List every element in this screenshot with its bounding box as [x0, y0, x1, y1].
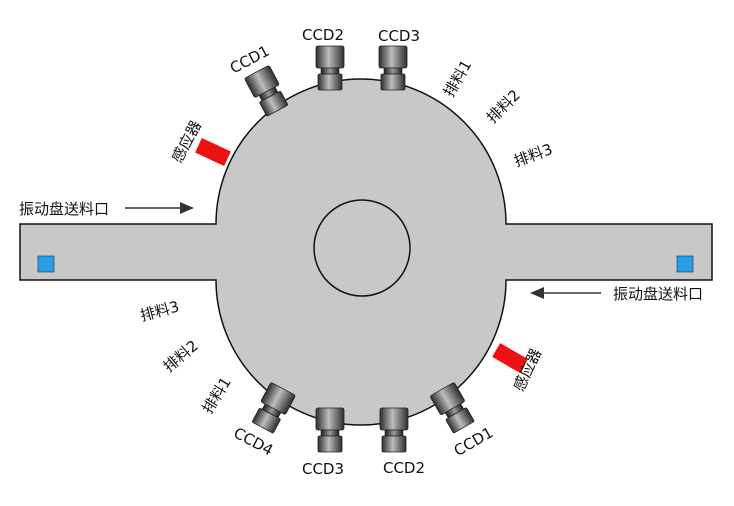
camera-ccd3-top [378, 45, 408, 91]
sensor-bottom [492, 343, 528, 373]
part-right [676, 255, 694, 273]
label-ccd3-top: CCD3 [378, 27, 420, 45]
label-discharge3-bottom: 排料3 [138, 297, 181, 325]
label-discharge3-top: 排料3 [512, 140, 555, 170]
camera-ccd2-bottom [379, 407, 409, 453]
label-ccd3-bottom: CCD3 [302, 460, 344, 478]
label-discharge2-top: 排料2 [483, 86, 524, 127]
label-discharge1-top: 排料1 [440, 57, 475, 100]
label-discharge1-bottom: 排料1 [199, 374, 235, 417]
label-discharge2-bottom: 排料2 [160, 337, 202, 376]
sensor-top [195, 137, 231, 167]
center-hub [313, 199, 411, 297]
turntable-and-conveyor [19, 78, 713, 426]
feed-arrow-left [125, 202, 194, 214]
label-sensor-top: 感应器 [168, 118, 205, 166]
part-left [37, 255, 55, 273]
feed-arrow-right [530, 287, 601, 299]
camera-ccd2-top [315, 45, 345, 91]
feed-label-left: 振动盘送料口 [19, 200, 109, 218]
camera-ccd3-bottom [315, 407, 345, 453]
label-ccd2-top: CCD2 [302, 26, 344, 44]
label-ccd2-bottom: CCD2 [383, 459, 425, 477]
feed-label-right: 振动盘送料口 [613, 285, 703, 303]
